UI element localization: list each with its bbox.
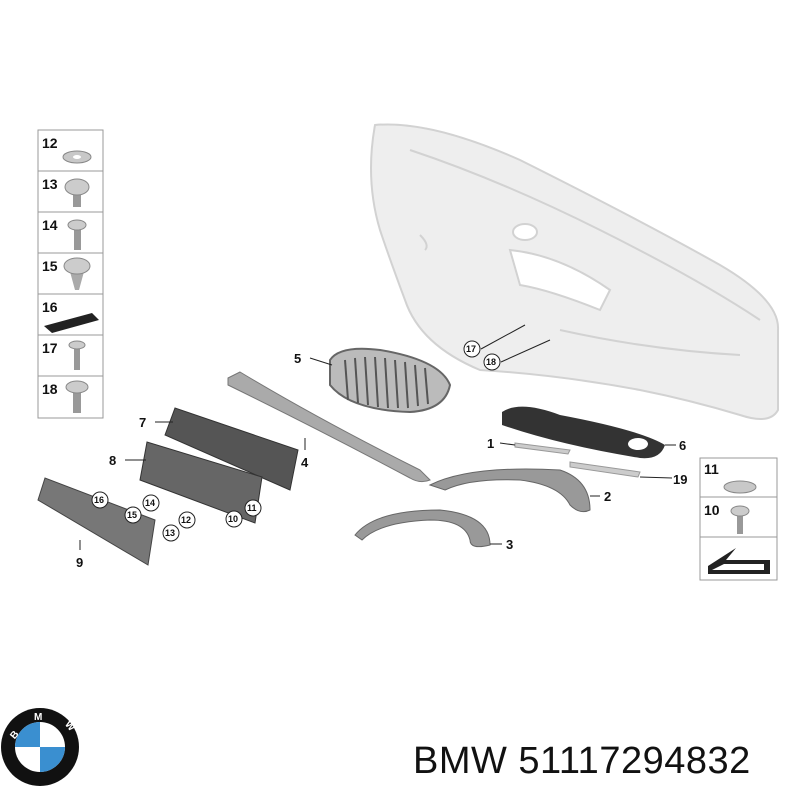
circled-18: 18: [486, 357, 496, 367]
kidney-grille: [329, 347, 452, 414]
trim-strip: [227, 371, 431, 483]
callout-5: 5: [294, 351, 301, 366]
callout-3: 3: [506, 537, 513, 552]
fastener-legend-left: 12 13 14 15 16 17 18: [37, 129, 104, 419]
circled-15: 15: [127, 510, 137, 520]
bmw-logo: M B W: [1, 708, 79, 786]
clip-nut-icon: [63, 257, 91, 290]
circled-11: 11: [247, 503, 257, 513]
svg-text:M: M: [34, 712, 42, 723]
callout-9: 9: [76, 555, 83, 570]
screw-icon: [68, 340, 86, 370]
license-plate-bracket: [164, 407, 299, 491]
screw-icon: [64, 178, 90, 207]
circled-callouts: [91, 340, 501, 542]
license-plate-base: [139, 441, 263, 524]
license-plate-holder: [37, 477, 156, 566]
legend-label-16: 16: [42, 299, 58, 315]
fog-light-frame: [354, 509, 491, 548]
legend-label-13: 13: [42, 176, 58, 192]
callout-1: 1: [487, 436, 494, 451]
direction-arrow-icon: [708, 548, 770, 574]
circled-13: 13: [165, 528, 175, 538]
circled-12: 12: [181, 515, 191, 525]
fog-light-grille: [502, 406, 665, 459]
callout-19: 19: [673, 472, 687, 487]
leader-lines: [79, 324, 676, 550]
legend-label-14: 14: [42, 217, 58, 233]
screw-icon: [65, 380, 89, 413]
part-number-caption: BMW 51117294832: [413, 740, 751, 782]
trim-molding: [514, 442, 571, 455]
trim-molding: [569, 461, 641, 478]
circled-17: 17: [466, 344, 476, 354]
screw-icon: [730, 505, 750, 534]
fog-light-surround: [428, 468, 591, 513]
circled-16: 16: [94, 495, 104, 505]
legend-label-18: 18: [42, 381, 58, 397]
callout-4: 4: [301, 455, 309, 470]
legend-label-11: 11: [704, 461, 719, 477]
legend-label-15: 15: [42, 258, 58, 274]
legend-label-10: 10: [704, 502, 720, 518]
legend-label-12: 12: [42, 135, 58, 151]
fastener-legend-right: 11 10: [699, 457, 778, 581]
callout-7: 7: [139, 415, 146, 430]
circled-14: 14: [145, 498, 155, 508]
legend-label-17: 17: [42, 340, 58, 356]
callout-8: 8: [109, 453, 116, 468]
callout-2: 2: [604, 489, 611, 504]
callout-6: 6: [679, 438, 686, 453]
washer-icon: [723, 480, 757, 494]
circled-10: 10: [228, 514, 238, 524]
adhesive-pad-icon: [44, 313, 99, 333]
screw-icon: [67, 219, 87, 250]
